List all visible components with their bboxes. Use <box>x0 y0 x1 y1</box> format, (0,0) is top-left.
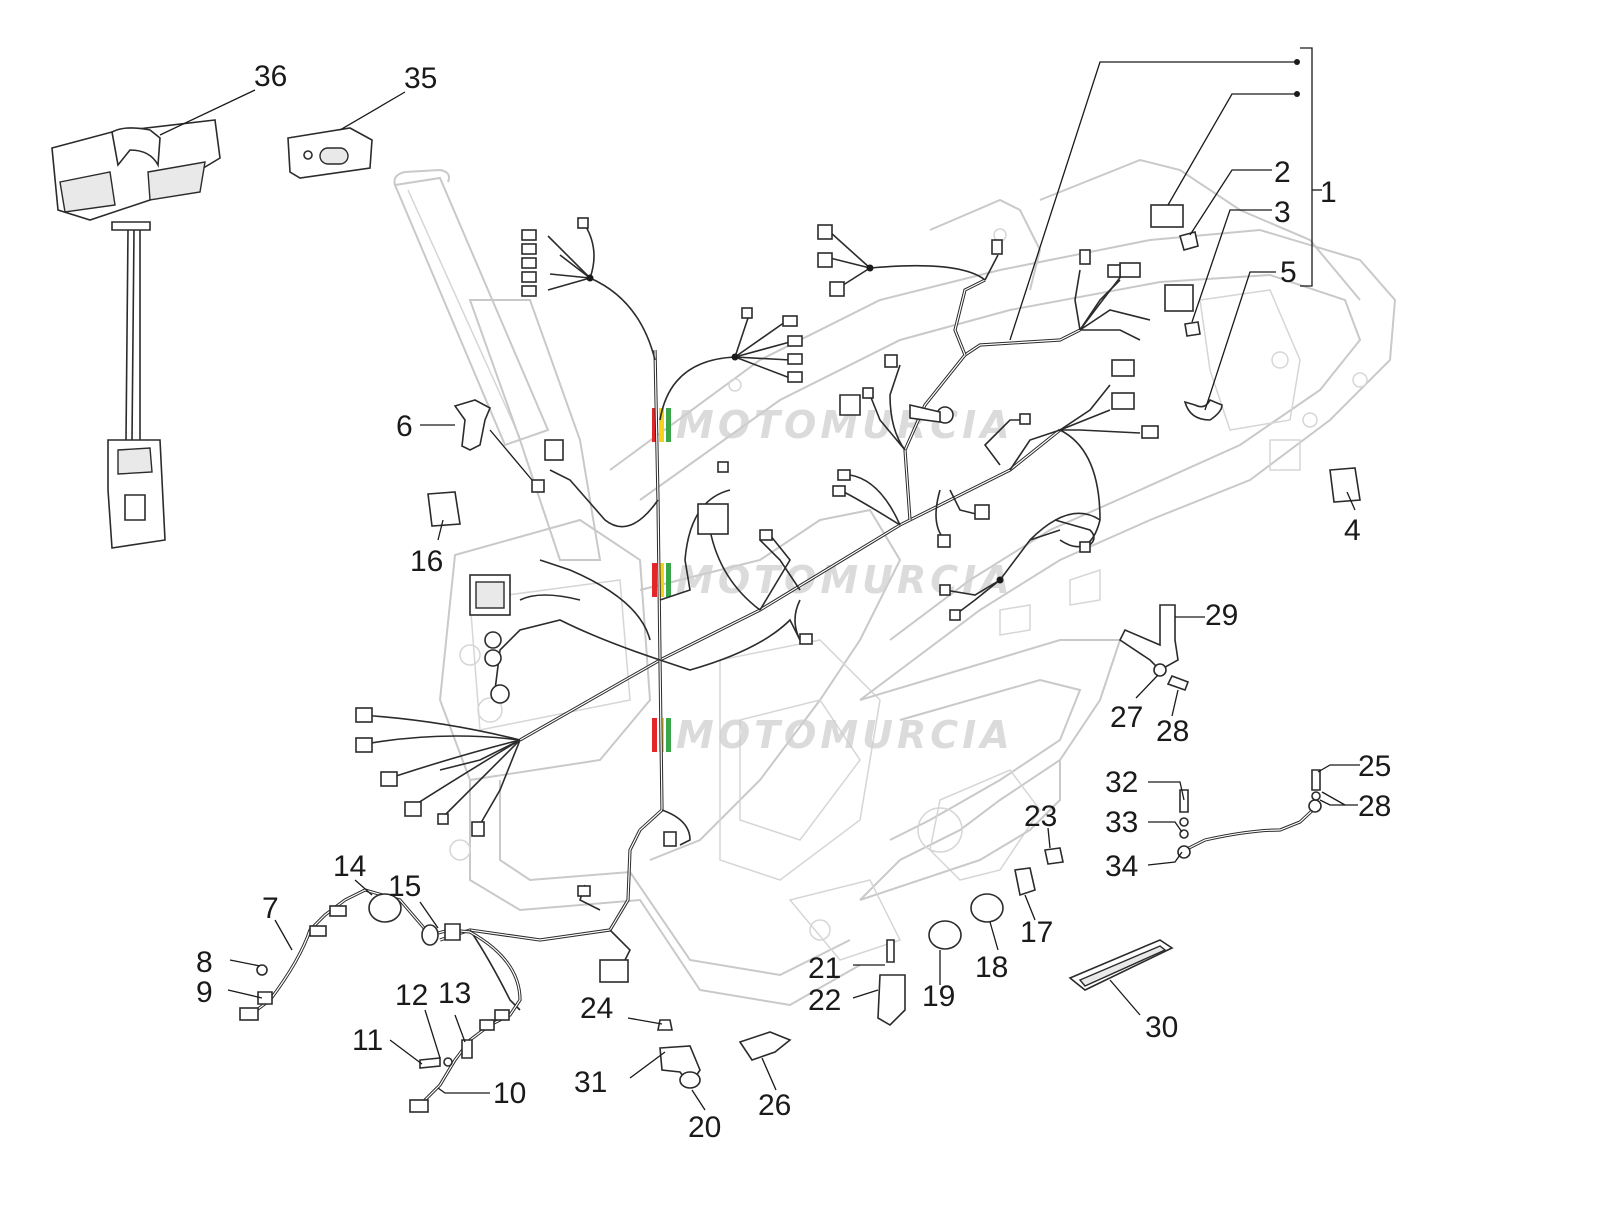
callout-22: 22 <box>808 984 841 1017</box>
callout-23: 23 <box>1024 800 1057 833</box>
callout-19: 19 <box>922 980 955 1013</box>
callout-33: 33 <box>1105 806 1138 839</box>
part-22-bracket <box>877 974 906 1027</box>
callout-18: 18 <box>975 951 1008 984</box>
main-wiring-harness <box>359 224 1151 1011</box>
callout-13: 13 <box>438 977 471 1010</box>
callout-16: 16 <box>410 545 443 578</box>
callout-8: 8 <box>196 946 213 979</box>
watermark-middle: MOTOMURCIA <box>652 558 1014 602</box>
watermark-text: MOTOMURCIA <box>676 558 1014 602</box>
callout-36: 36 <box>254 60 287 93</box>
callout-labels: 1 2 3 4 5 6 7 8 9 10 11 12 13 14 15 16 1… <box>196 60 1391 1144</box>
part-21-bolt <box>886 939 895 963</box>
callout-34: 34 <box>1105 850 1138 883</box>
callout-14: 14 <box>333 850 366 883</box>
part-5-clamp <box>1183 398 1223 421</box>
part-20-holder <box>679 1071 701 1089</box>
part-23-clip <box>1044 847 1064 865</box>
callout-29: 29 <box>1205 599 1238 632</box>
callout-35: 35 <box>404 62 437 95</box>
callout-15: 15 <box>388 870 421 903</box>
callout-20: 20 <box>688 1111 721 1144</box>
callout-28-a: 28 <box>1156 715 1189 748</box>
part-19-band <box>928 920 962 950</box>
ground-cable <box>1177 769 1322 859</box>
callout-17: 17 <box>1020 916 1053 949</box>
part-28-bolt <box>1166 674 1190 692</box>
harness-connectors <box>355 217 1194 983</box>
part-17-clip <box>1014 867 1036 897</box>
callout-30: 30 <box>1145 1011 1178 1044</box>
part-36-assembly <box>51 119 221 549</box>
part-16-clip <box>427 491 461 527</box>
callout-11: 11 <box>352 1024 383 1057</box>
callout-1: 1 <box>1320 176 1337 209</box>
callout-6: 6 <box>396 410 413 443</box>
part-24-screw <box>657 1019 673 1031</box>
callout-32: 32 <box>1105 766 1138 799</box>
part-relay-box <box>1150 204 1184 228</box>
callout-7: 7 <box>262 892 279 925</box>
part-2-fuse <box>1179 231 1199 251</box>
part-3-clip <box>1184 321 1201 337</box>
part-18-band <box>970 893 1004 923</box>
part-29-bracket <box>1118 604 1179 671</box>
part-4-clip <box>1329 467 1361 503</box>
bottom-harness <box>239 888 522 1113</box>
watermark-text: MOTOMURCIA <box>676 713 1014 757</box>
callout-21: 21 <box>808 952 841 985</box>
callout-24: 24 <box>580 992 613 1025</box>
part-27-washer <box>1153 663 1167 677</box>
watermark-top: MOTOMURCIA <box>652 403 1010 447</box>
callout-3: 3 <box>1274 196 1291 229</box>
part-35-switch <box>287 127 373 179</box>
callout-2: 2 <box>1274 156 1291 189</box>
watermark-bottom: MOTOMURCIA <box>652 713 1014 757</box>
part-6-grommet <box>453 399 492 451</box>
callout-26: 26 <box>758 1089 791 1122</box>
callout-31: 31 <box>574 1066 607 1099</box>
callout-28-b: 28 <box>1358 790 1391 823</box>
callout-25: 25 <box>1358 750 1391 783</box>
callout-12: 12 <box>395 979 428 1012</box>
callout-9: 9 <box>196 976 213 1009</box>
part-26-clip <box>738 1031 792 1061</box>
callout-27: 27 <box>1110 701 1143 734</box>
callout-4: 4 <box>1344 514 1361 547</box>
callout-10: 10 <box>493 1077 526 1110</box>
leader-lines <box>159 61 1360 1111</box>
callout-5: 5 <box>1280 256 1297 289</box>
